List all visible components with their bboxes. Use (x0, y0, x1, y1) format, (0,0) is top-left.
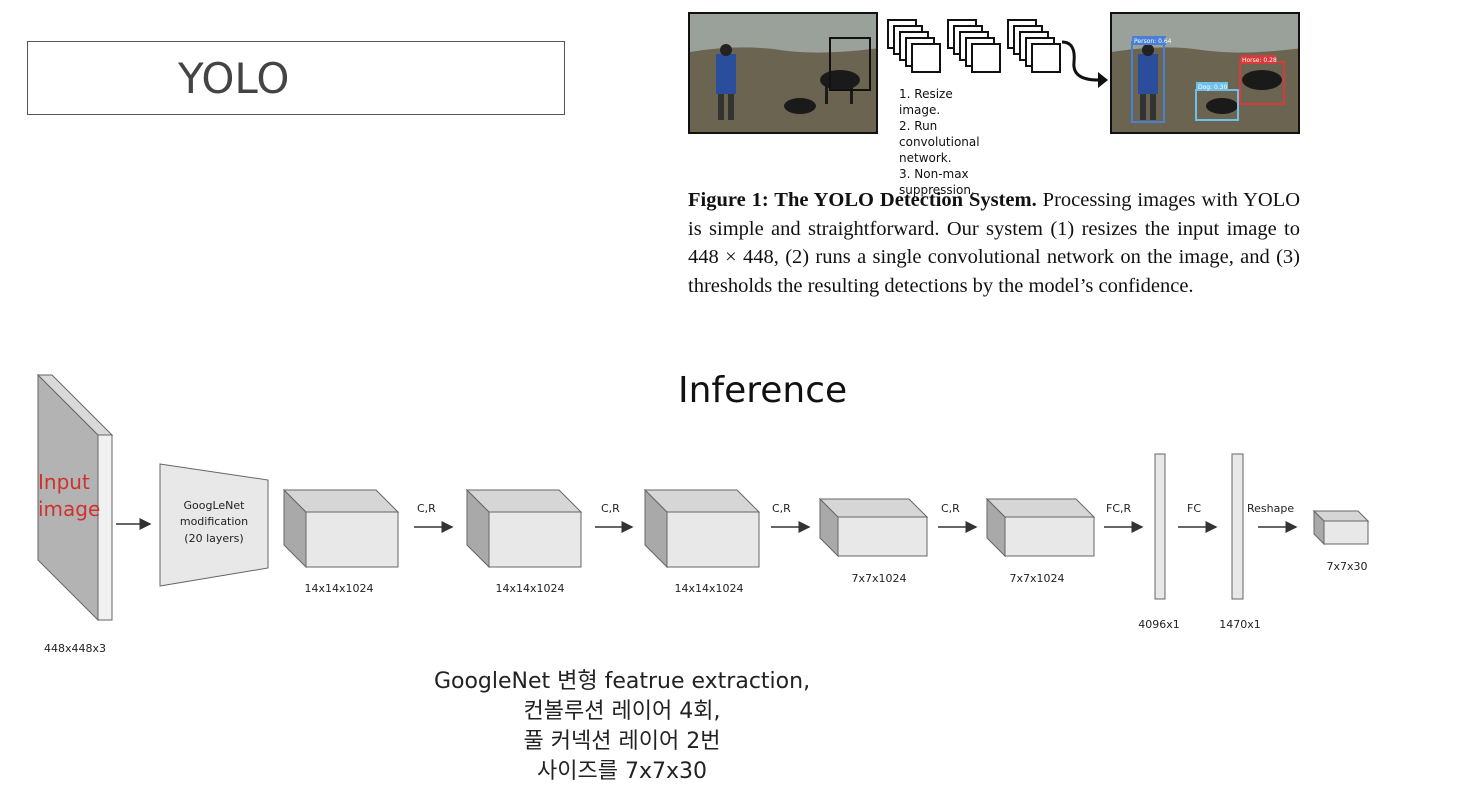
dog-label: Dog: 0.30 (1198, 84, 1228, 91)
output-photo: Person: 0.64 Dog: 0.30 Horse: 0.28 (1110, 12, 1300, 134)
network-stack-graphic (887, 19, 1108, 88)
horse-label: Horse: 0.28 (1242, 57, 1277, 64)
note-line-2: 컨볼루션 레이어 4회, (523, 699, 721, 724)
block-4-size: 7x7x1024 (851, 572, 906, 585)
conv-block-5 (985, 497, 1096, 558)
fc-layer-2-size: 1470x1 (1219, 618, 1261, 631)
fc-layer-1-size: 4096x1 (1138, 618, 1180, 631)
step-1: 1. Resize image. (899, 87, 953, 117)
caption-body: Processing images with YOLO is simple an… (688, 189, 1300, 297)
googlenet-line-1: GoogLeNet (184, 499, 246, 512)
korean-notes: GoogleNet 변형 featrue extraction, 컨볼루션 레이… (372, 667, 872, 787)
op-label-4: C,R (941, 502, 960, 515)
conv-block-2 (465, 488, 583, 569)
note-line-4: 사이즈를 7x7x30 (537, 759, 707, 784)
figure-caption: Figure 1: The YOLO Detection System. Pro… (688, 186, 1300, 300)
op-label-6: FC (1187, 502, 1201, 515)
slide-title-box: YOLO (27, 41, 565, 115)
input-size-label: 448x448x3 (44, 642, 106, 655)
block-3-size: 14x14x1024 (674, 582, 743, 595)
input-label-line-1: Input (38, 470, 90, 494)
note-line-1: GoogleNet 변형 featrue extraction, (433, 669, 811, 694)
input-photo (688, 12, 878, 134)
op-label-7: Reshape (1247, 502, 1294, 515)
op-label-5: FC,R (1106, 502, 1132, 515)
googlenet-block: GoogLeNet modification (20 layers) (159, 463, 269, 587)
conv-block-4 (818, 497, 929, 558)
person-label: Person: 0.64 (1134, 38, 1172, 45)
note-line-3: 풀 커넥션 레이어 2번 (523, 729, 721, 754)
op-label-3: C,R (772, 502, 791, 515)
googlenet-line-3: (20 layers) (184, 532, 243, 545)
input-image-slab: Input image (36, 373, 114, 622)
input-photo-scene (690, 14, 876, 132)
block-5-size: 7x7x1024 (1009, 572, 1064, 585)
step-2: 2. Run convolutional network. (899, 119, 980, 165)
output-photo-scene: Person: 0.64 Dog: 0.30 Horse: 0.28 (1112, 14, 1298, 132)
slide-title: YOLO (178, 54, 290, 103)
block-1-size: 14x14x1024 (304, 582, 373, 595)
processing-steps: 1. Resize image. 2. Run convolutional ne… (899, 86, 980, 198)
op-label-1: C,R (417, 502, 436, 515)
conv-block-3 (643, 488, 761, 569)
block-2-size: 14x14x1024 (495, 582, 564, 595)
architecture-diagram: Input image 448x448x3 GoogLeNet modifica… (36, 373, 1370, 655)
output-size: 7x7x30 (1326, 560, 1367, 573)
output-block (1312, 509, 1370, 546)
inference-title: Inference (678, 370, 848, 411)
input-label-line-2: image (38, 497, 100, 521)
caption-bold: Figure 1: The YOLO Detection System. (688, 189, 1037, 211)
googlenet-line-2: modification (180, 515, 248, 528)
conv-block-1 (282, 488, 400, 569)
fc-layer-1 (1154, 453, 1166, 600)
step-3: 3. Non-max suppression. (899, 167, 975, 197)
op-label-2: C,R (601, 502, 620, 515)
fc-layer-2 (1231, 453, 1244, 600)
